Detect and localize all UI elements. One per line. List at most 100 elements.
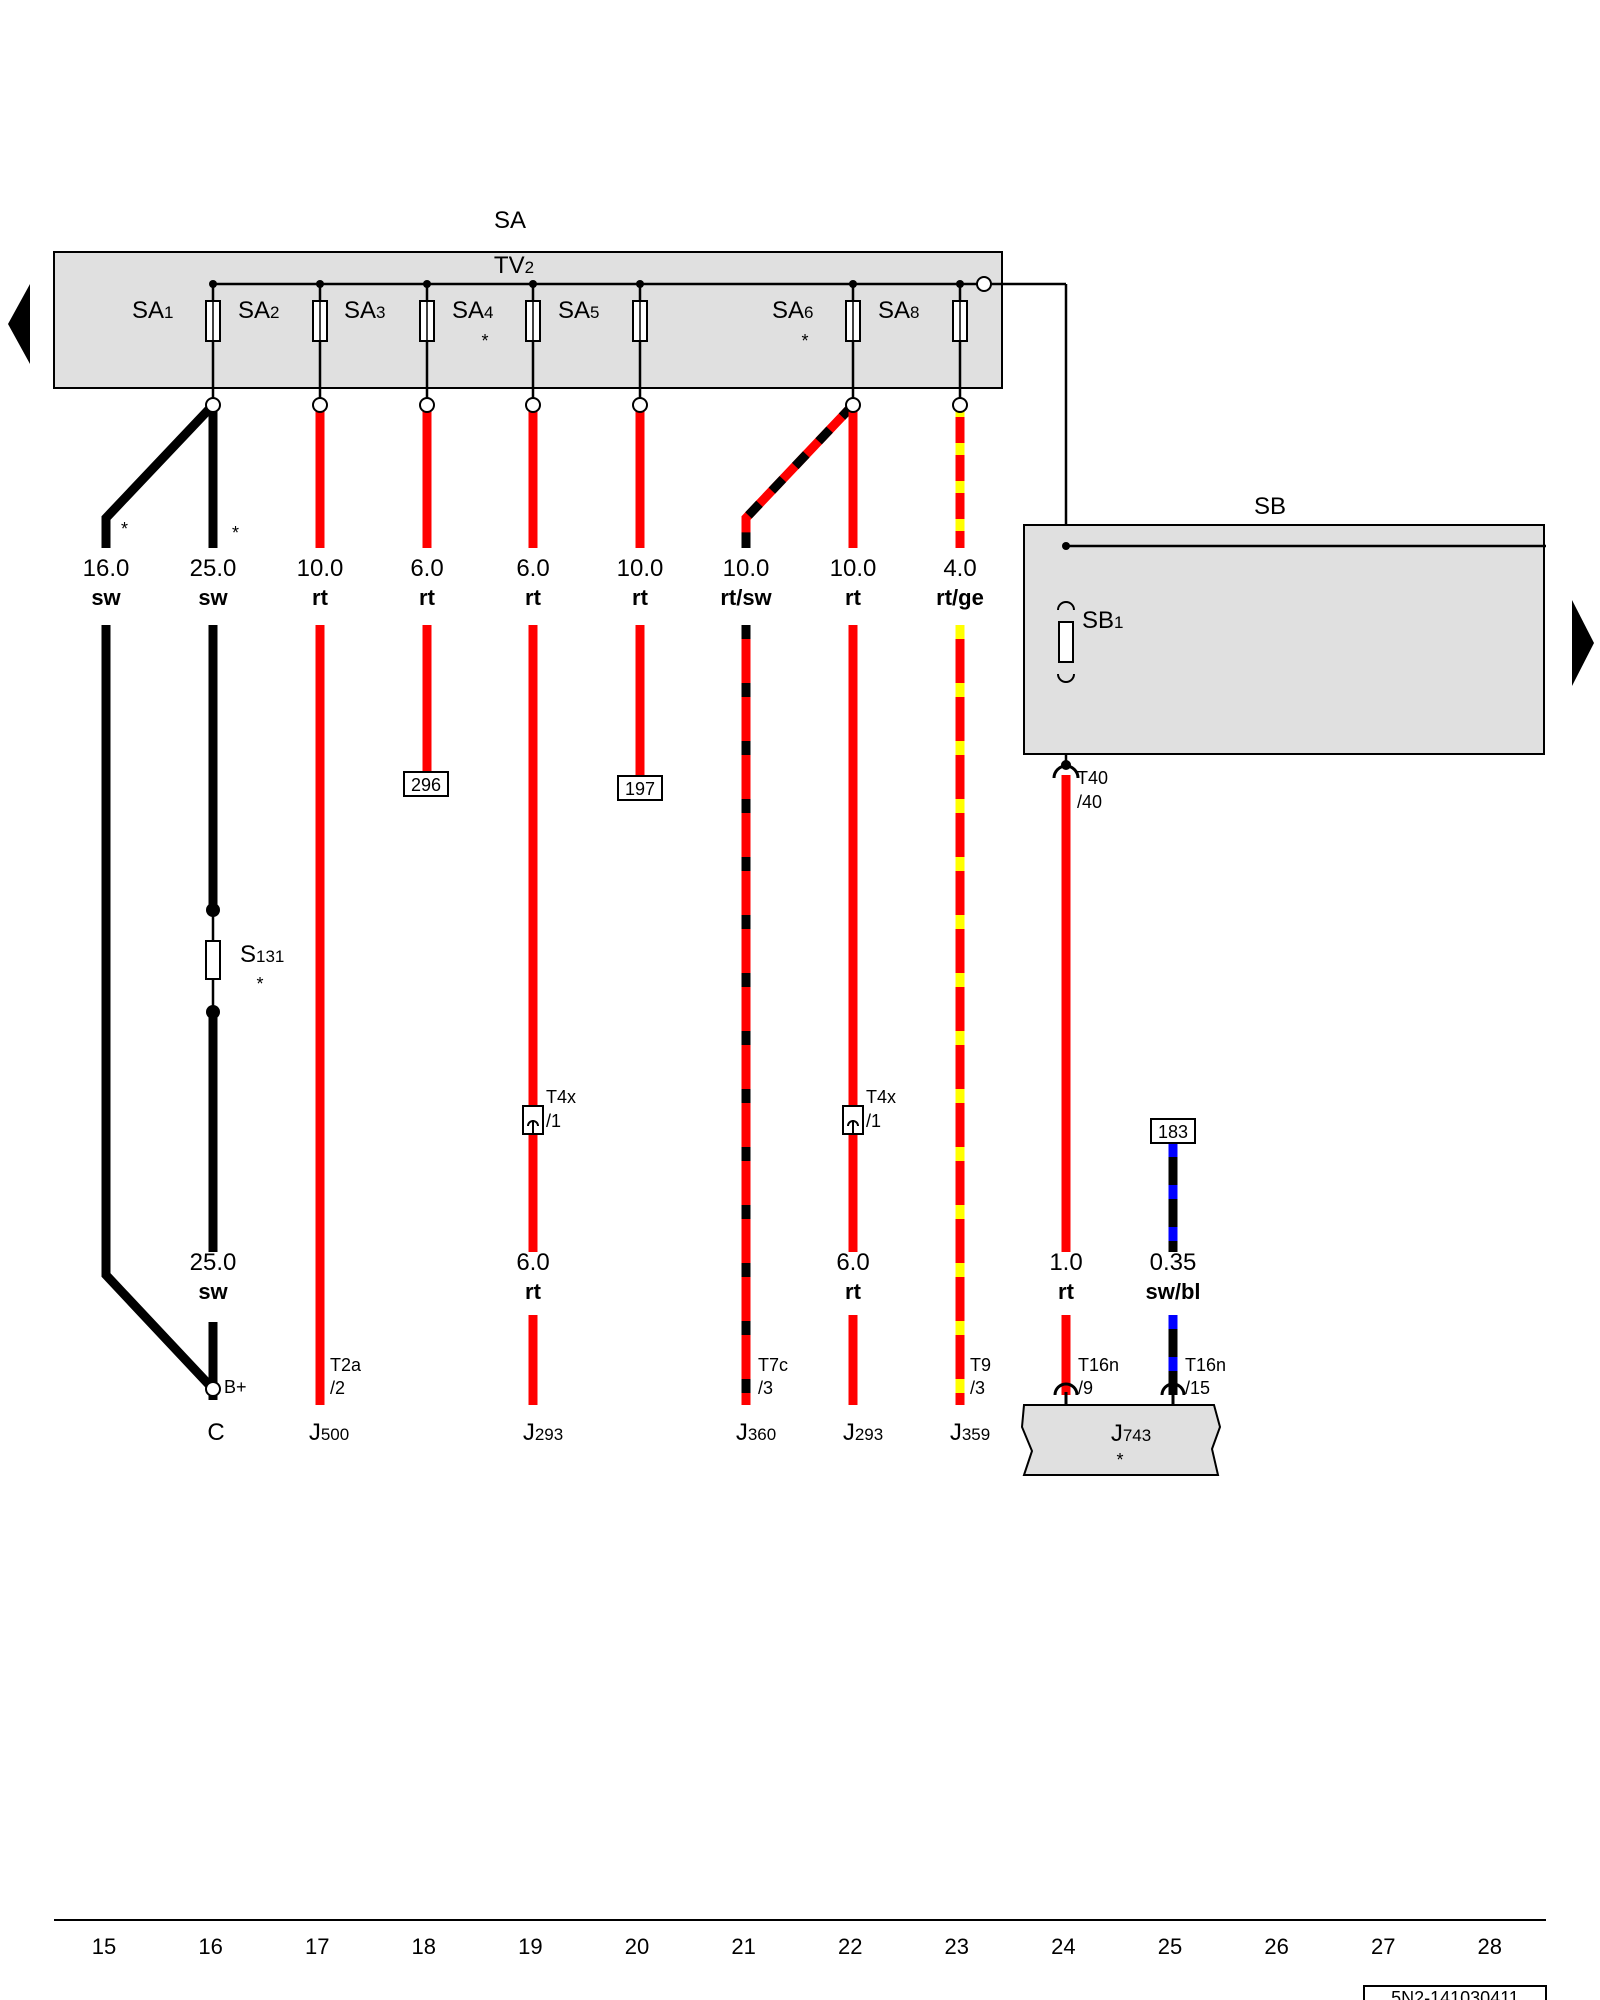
- fuse-label-sa8: SA8: [878, 297, 919, 324]
- component-label-j500: J500: [309, 1419, 349, 1446]
- connector-pin-t4x-b: /1: [866, 1111, 881, 1131]
- arrow-left-icon[interactable]: [8, 284, 30, 364]
- wire-color-w15: sw: [91, 585, 121, 610]
- fuse-label-s131: S131: [240, 941, 284, 968]
- bus-junction-5: [849, 280, 857, 288]
- track-number-26: 26: [1264, 1934, 1288, 1959]
- component-label-j359: J359: [950, 1419, 990, 1446]
- ref-box-296[interactable]: [403, 771, 449, 797]
- plug-arc-t40: [1052, 764, 1080, 779]
- ref-box-197[interactable]: [617, 775, 663, 801]
- connector-pin-t16n-b: /15: [1185, 1378, 1210, 1398]
- wire-color-w24: rt: [1058, 1279, 1075, 1304]
- component-star-j743: *: [1116, 1450, 1123, 1470]
- ref-label-197: 197: [625, 779, 655, 799]
- fuse-symbol-sb1[interactable]: [1058, 621, 1074, 663]
- panel-title-sb: SB: [1254, 493, 1286, 520]
- wire-w15-upper-base: [101, 401, 217, 548]
- wire-size-w20: 10.0: [617, 555, 664, 582]
- fuse-star-sa6: *: [801, 331, 808, 351]
- fuse-star-s131: *: [256, 974, 263, 994]
- connector-pin-t2a: /2: [330, 1378, 345, 1398]
- fuse-terminal-3[interactable]: [525, 397, 541, 413]
- bus-terminal: [976, 276, 992, 292]
- wire-color-w16: sw: [198, 585, 228, 610]
- connector-label-t16n-a: T16n: [1078, 1355, 1119, 1375]
- ref-box-183[interactable]: [1150, 1118, 1196, 1144]
- connector-pin-t9: /3: [970, 1378, 985, 1398]
- wire-color-w23: rt/ge: [936, 585, 984, 610]
- track-number-22: 22: [838, 1934, 862, 1959]
- ref-label-296: 296: [411, 775, 441, 795]
- fuse-label-sa3: SA3: [344, 297, 385, 324]
- wire-size-w22: 10.0: [830, 555, 877, 582]
- wire-w21-upper-stripe: [741, 401, 857, 548]
- wire-size2-w16: 25.0: [190, 1249, 237, 1276]
- wire-color2-w19: rt: [525, 1279, 542, 1304]
- connector-label-t7c: T7c: [758, 1355, 788, 1375]
- track-number-28: 28: [1478, 1934, 1502, 1959]
- wire-size-w15: 16.0: [83, 555, 130, 582]
- wire-size-w25: 0.35: [1150, 1249, 1197, 1276]
- wire-color-w22: rt: [845, 585, 862, 610]
- wire-star-w16: *: [232, 523, 239, 543]
- arrow-right-icon[interactable]: [1572, 600, 1594, 686]
- wire-size-w24: 1.0: [1049, 1249, 1082, 1276]
- track-number-27: 27: [1371, 1934, 1395, 1959]
- fuse-terminal-5[interactable]: [845, 397, 861, 413]
- component-label-c: C: [207, 1419, 224, 1446]
- fuse-label-sa2: SA2: [238, 297, 279, 324]
- bus-junction-6: [956, 280, 964, 288]
- track-number-15: 15: [92, 1934, 116, 1959]
- wire-w15-lower[interactable]: [101, 625, 217, 1393]
- fuse-label-sa5: SA5: [558, 297, 599, 324]
- fuse-terminal-0[interactable]: [205, 397, 221, 413]
- bus-label-tv2: TV2: [494, 252, 534, 279]
- connector-pin-t4x-a: /1: [546, 1111, 561, 1131]
- component-label-j293b: J293: [843, 1419, 883, 1446]
- wire-color2-w16: sw: [198, 1279, 228, 1304]
- fuse-star-sa4: *: [481, 331, 488, 351]
- wire-w21-upper-base: [741, 401, 857, 548]
- wire-size-w21: 10.0: [723, 555, 770, 582]
- fuse-symbol-s131[interactable]: [205, 940, 221, 980]
- connector-label-t4x-b: T4x: [866, 1087, 896, 1107]
- bus-junction-0: [209, 280, 217, 288]
- component-box-j743[interactable]: [1020, 1404, 1222, 1476]
- plug-arc-sb1-top: [1057, 601, 1075, 611]
- wire-color-w20: rt: [632, 585, 649, 610]
- bus-junction-3: [529, 280, 537, 288]
- connector-label-t2a: T2a: [330, 1355, 362, 1375]
- bus-junction-1: [316, 280, 324, 288]
- wire-w21-upper[interactable]: [741, 401, 857, 548]
- junction-s131-bottom: [206, 1005, 220, 1019]
- fuse-terminal-2[interactable]: [419, 397, 435, 413]
- connector-label-t4x-a: T4x: [546, 1087, 576, 1107]
- connector-pin-t7c: /3: [758, 1378, 773, 1398]
- connector-label-t9: T9: [970, 1355, 991, 1375]
- wire-size-w18: 6.0: [410, 555, 443, 582]
- track-number-23: 23: [945, 1934, 969, 1959]
- fuse-box-sb: [1023, 524, 1545, 755]
- wire-color2-w22: rt: [845, 1279, 862, 1304]
- fuse-terminal-6[interactable]: [952, 397, 968, 413]
- terminal-bplus[interactable]: [205, 1381, 221, 1397]
- wire-color-w25: sw/bl: [1145, 1279, 1200, 1304]
- bus-junction-2: [423, 280, 431, 288]
- wire-color-w17: rt: [312, 585, 329, 610]
- plug-arc-t16n-1: [1160, 1382, 1186, 1396]
- wire-w15-lower-base: [101, 625, 217, 1393]
- wire-star-w15: *: [121, 519, 128, 539]
- fuse-terminal-4[interactable]: [632, 397, 648, 413]
- wire-size2-w22: 6.0: [836, 1249, 869, 1276]
- wire-size-w23: 4.0: [943, 555, 976, 582]
- wire-size-w16: 25.0: [190, 555, 237, 582]
- fuse-label-sb1: SB1: [1082, 607, 1123, 634]
- connector-label-t16n-b: T16n: [1185, 1355, 1226, 1375]
- fuse-terminal-1[interactable]: [312, 397, 328, 413]
- track-number-25: 25: [1158, 1934, 1182, 1959]
- component-label-j293a: J293: [523, 1419, 563, 1446]
- wire-w15-upper[interactable]: [101, 401, 217, 548]
- track-number-21: 21: [731, 1934, 755, 1959]
